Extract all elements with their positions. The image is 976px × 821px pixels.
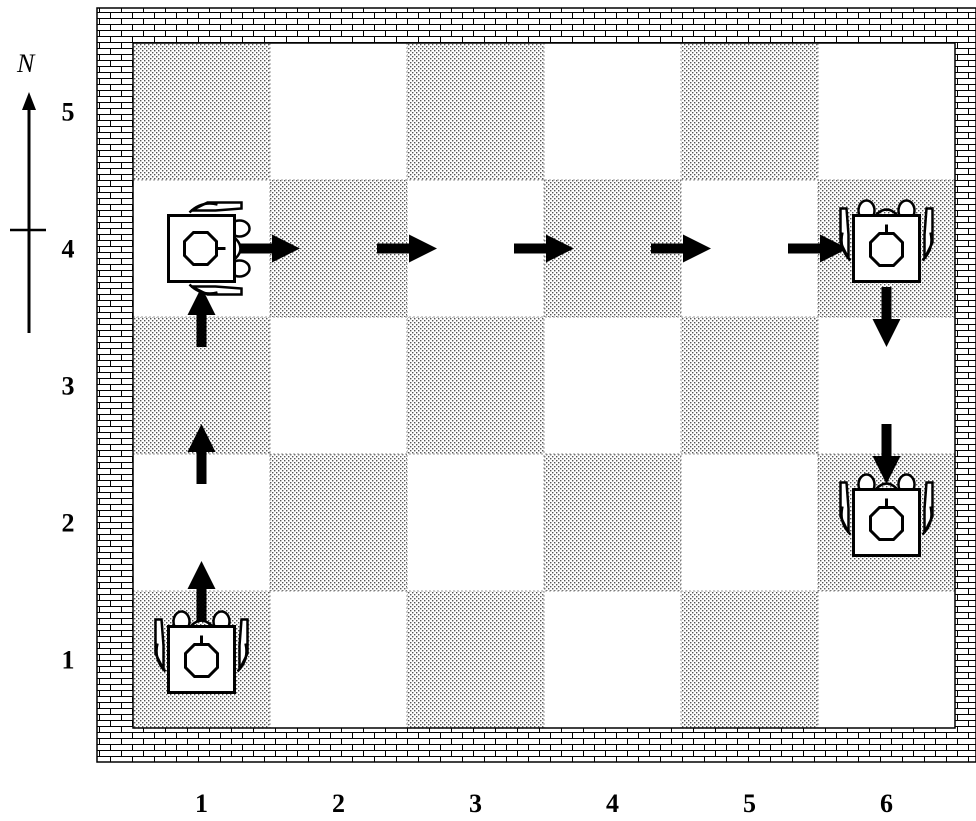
row-labels: 5 4 3 2 1 bbox=[62, 98, 75, 675]
grid-cell-4-5 bbox=[544, 43, 681, 180]
row-label: 2 bbox=[62, 509, 75, 538]
column-labels: 1 2 3 4 5 6 bbox=[195, 789, 893, 818]
grid-cell-5-2 bbox=[681, 454, 818, 591]
compass-label: N bbox=[16, 49, 36, 78]
grid-cell-3-5 bbox=[407, 43, 544, 180]
grid-cell-2-1 bbox=[270, 591, 407, 728]
column-label: 6 bbox=[880, 789, 893, 818]
row-label: 3 bbox=[62, 372, 75, 401]
column-label: 1 bbox=[195, 789, 208, 818]
grid-cell-3-2 bbox=[407, 454, 544, 591]
grid-cell-5-1 bbox=[681, 591, 818, 728]
column-label: 3 bbox=[469, 789, 482, 818]
row-label: 4 bbox=[62, 235, 75, 264]
grid-cell-2-2 bbox=[270, 454, 407, 591]
grid-cell-5-3 bbox=[681, 317, 818, 454]
column-label: 5 bbox=[743, 789, 756, 818]
grid-cell-2-5 bbox=[270, 43, 407, 180]
row-label: 5 bbox=[62, 98, 75, 127]
grid-cell-6-1 bbox=[818, 591, 955, 728]
grid-cell-3-1 bbox=[407, 591, 544, 728]
row-label: 1 bbox=[62, 646, 75, 675]
compass: N bbox=[10, 49, 46, 333]
column-label: 2 bbox=[332, 789, 345, 818]
north-arrow-icon bbox=[10, 92, 46, 333]
grid-cell-4-2 bbox=[544, 454, 681, 591]
grid-cell-3-3 bbox=[407, 317, 544, 454]
grid-cell-2-3 bbox=[270, 317, 407, 454]
board bbox=[133, 43, 955, 728]
grid-cell-6-5 bbox=[818, 43, 955, 180]
grid-cell-5-5 bbox=[681, 43, 818, 180]
grid-cell-4-3 bbox=[544, 317, 681, 454]
column-label: 4 bbox=[606, 789, 619, 818]
grid-cell-1-5 bbox=[133, 43, 270, 180]
grid-cell-4-1 bbox=[544, 591, 681, 728]
